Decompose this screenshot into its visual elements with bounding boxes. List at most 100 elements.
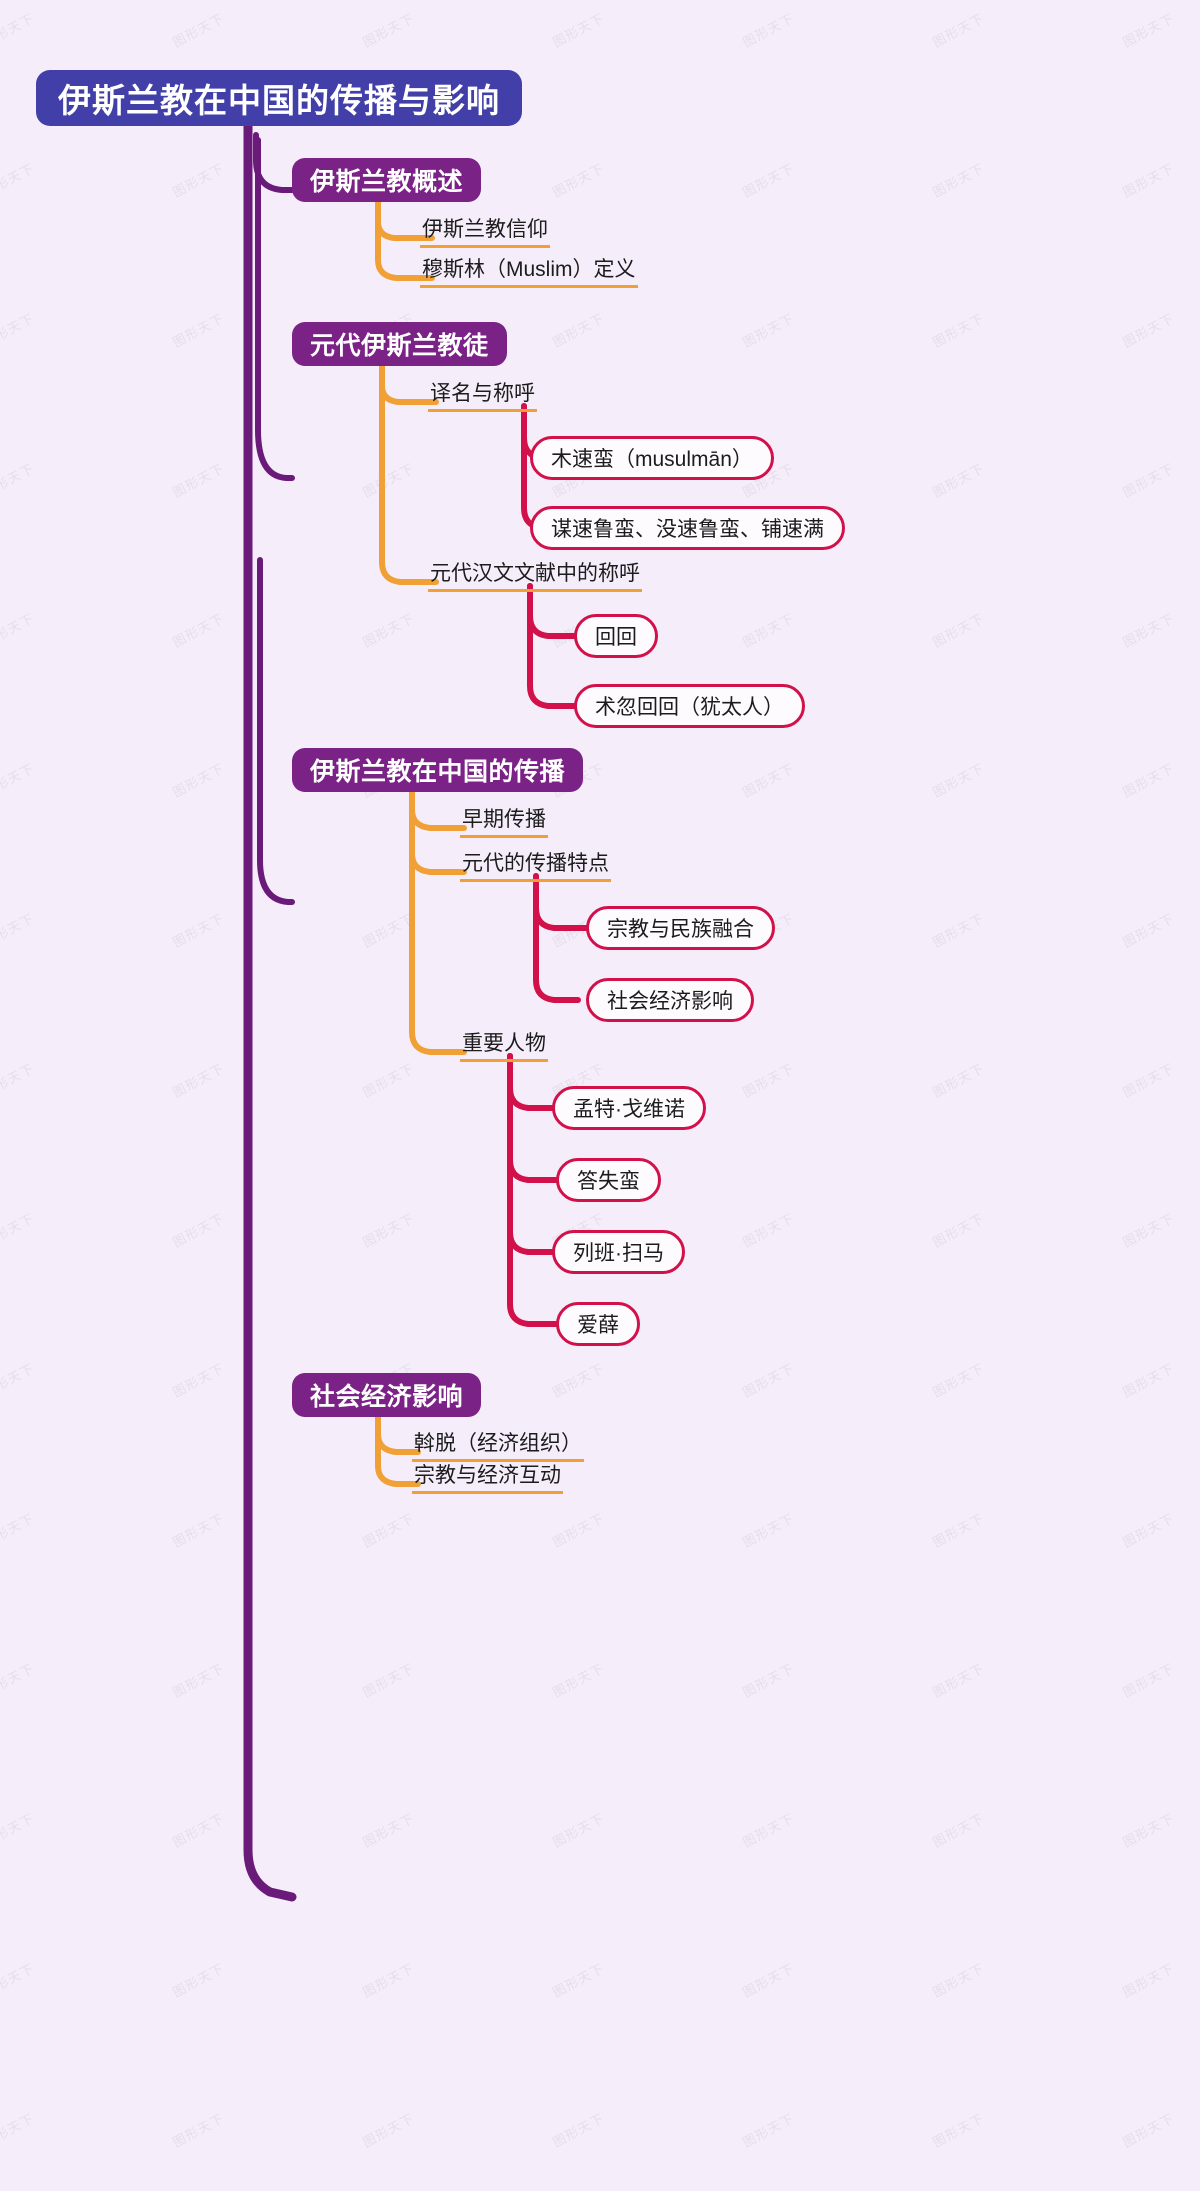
branch-node-islam-overview[interactable]: 伊斯兰教概述 bbox=[292, 158, 482, 202]
leaf-yuan-spread-traits[interactable]: 元代的传播特点 bbox=[460, 852, 611, 882]
leaf-rabban-sauma[interactable]: 列班·扫马 bbox=[552, 1230, 685, 1274]
watermark-text: 图形天下 bbox=[170, 760, 227, 801]
watermark-text: 图形天下 bbox=[360, 10, 417, 51]
watermark-text: 图形天下 bbox=[740, 1960, 797, 2001]
watermark-text: 图形天下 bbox=[1120, 460, 1177, 501]
watermark-text: 图形天下 bbox=[1120, 910, 1177, 951]
leaf-religion-economy-interaction[interactable]: 宗教与经济互动 bbox=[412, 1464, 563, 1494]
watermark-text: 图形天下 bbox=[360, 1660, 417, 1701]
leaf-key-figures[interactable]: 重要人物 bbox=[460, 1032, 548, 1062]
leaf-zhuhu-huihui[interactable]: 术忽回回（犹太人） bbox=[574, 684, 805, 728]
root-node[interactable]: 伊斯兰教在中国的传播与影响 bbox=[36, 70, 522, 126]
watermark-text: 图形天下 bbox=[930, 10, 987, 51]
watermark-text: 图形天下 bbox=[1120, 1810, 1177, 1851]
leaf-early-spread[interactable]: 早期传播 bbox=[460, 808, 548, 838]
watermark-text: 图形天下 bbox=[0, 10, 37, 51]
watermark-text: 图形天下 bbox=[360, 1810, 417, 1851]
leaf-aixue[interactable]: 爱薛 bbox=[556, 1302, 640, 1346]
watermark-text: 图形天下 bbox=[170, 910, 227, 951]
leaf-religion-ethnic-fusion[interactable]: 宗教与民族融合 bbox=[586, 906, 775, 950]
leaf-huihui[interactable]: 回回 bbox=[574, 614, 658, 658]
watermark-text: 图形天下 bbox=[930, 1210, 987, 1251]
watermark-text: 图形天下 bbox=[170, 1660, 227, 1701]
watermark-text: 图形天下 bbox=[0, 1810, 37, 1851]
leaf-dashiman[interactable]: 答失蛮 bbox=[556, 1158, 661, 1202]
watermark-text: 图形天下 bbox=[550, 160, 607, 201]
leaf-alt-transliterations[interactable]: 谋速鲁蛮、没速鲁蛮、铺速满 bbox=[530, 506, 845, 550]
watermark-text: 图形天下 bbox=[360, 2110, 417, 2151]
watermark-text: 图形天下 bbox=[170, 1360, 227, 1401]
watermark-text: 图形天下 bbox=[550, 1360, 607, 1401]
watermark-text: 图形天下 bbox=[0, 1360, 37, 1401]
watermark-text: 图形天下 bbox=[170, 160, 227, 201]
watermark-text: 图形天下 bbox=[1120, 1510, 1177, 1551]
watermark-text: 图形天下 bbox=[1120, 610, 1177, 651]
branch-node-yuan-muslims[interactable]: 元代伊斯兰教徒 bbox=[292, 322, 507, 366]
watermark-text: 图形天下 bbox=[1120, 10, 1177, 51]
watermark-text: 图形天下 bbox=[930, 1660, 987, 1701]
watermark-text: 图形天下 bbox=[930, 160, 987, 201]
leaf-yuan-chinese-sources[interactable]: 元代汉文文献中的称呼 bbox=[428, 562, 642, 592]
watermark-text: 图形天下 bbox=[0, 1060, 37, 1101]
watermark-text: 图形天下 bbox=[740, 1510, 797, 1551]
watermark-text: 图形天下 bbox=[930, 610, 987, 651]
branch-node-spread-in-china[interactable]: 伊斯兰教在中国的传播 bbox=[292, 748, 584, 792]
watermark-text: 图形天下 bbox=[170, 460, 227, 501]
watermark-text: 图形天下 bbox=[360, 1510, 417, 1551]
watermark-text: 图形天下 bbox=[170, 1810, 227, 1851]
watermark-text: 图形天下 bbox=[740, 10, 797, 51]
watermark-text: 图形天下 bbox=[930, 310, 987, 351]
watermark-text: 图形天下 bbox=[1120, 1960, 1177, 2001]
watermark-text: 图形天下 bbox=[550, 310, 607, 351]
watermark-text: 图形天下 bbox=[0, 160, 37, 201]
watermark-text: 图形天下 bbox=[740, 1210, 797, 1251]
watermark-text: 图形天下 bbox=[930, 460, 987, 501]
leaf-muslim-definition[interactable]: 穆斯林（Muslim）定义 bbox=[420, 258, 638, 288]
watermark-text: 图形天下 bbox=[0, 310, 37, 351]
watermark-text: 图形天下 bbox=[740, 2110, 797, 2151]
watermark-text: 图形天下 bbox=[550, 10, 607, 51]
leaf-translated-names[interactable]: 译名与称呼 bbox=[428, 382, 537, 412]
watermark-text: 图形天下 bbox=[0, 760, 37, 801]
watermark-text: 图形天下 bbox=[740, 1360, 797, 1401]
watermark-text: 图形天下 bbox=[0, 1510, 37, 1551]
watermark-text: 图形天下 bbox=[930, 1510, 987, 1551]
watermark-text: 图形天下 bbox=[0, 460, 37, 501]
watermark-text: 图形天下 bbox=[170, 1060, 227, 1101]
watermark-text: 图形天下 bbox=[360, 1960, 417, 2001]
watermark-text: 图形天下 bbox=[1120, 1210, 1177, 1251]
watermark-text: 图形天下 bbox=[1120, 160, 1177, 201]
watermark-text: 图形天下 bbox=[360, 1210, 417, 1251]
watermark-text: 图形天下 bbox=[170, 610, 227, 651]
watermark-text: 图形天下 bbox=[0, 610, 37, 651]
watermark-text: 图形天下 bbox=[930, 760, 987, 801]
watermark-text: 图形天下 bbox=[740, 610, 797, 651]
watermark-text: 图形天下 bbox=[0, 1210, 37, 1251]
leaf-socio-economic-impact-sub[interactable]: 社会经济影响 bbox=[586, 978, 754, 1022]
watermark-text: 图形天下 bbox=[360, 610, 417, 651]
leaf-montecorvino[interactable]: 孟特·戈维诺 bbox=[552, 1086, 706, 1130]
watermark-text: 图形天下 bbox=[930, 1960, 987, 2001]
watermark-text: 图形天下 bbox=[170, 2110, 227, 2151]
leaf-islam-belief[interactable]: 伊斯兰教信仰 bbox=[420, 218, 550, 248]
watermark-text: 图形天下 bbox=[1120, 2110, 1177, 2151]
watermark-text: 图形天下 bbox=[740, 1060, 797, 1101]
branch-node-socio-economic[interactable]: 社会经济影响 bbox=[292, 1373, 482, 1417]
watermark-text: 图形天下 bbox=[170, 310, 227, 351]
watermark-text: 图形天下 bbox=[0, 1660, 37, 1701]
watermark-text: 图形天下 bbox=[360, 910, 417, 951]
watermark-text: 图形天下 bbox=[1120, 310, 1177, 351]
watermark-text: 图形天下 bbox=[550, 1510, 607, 1551]
watermark-text: 图形天下 bbox=[170, 1210, 227, 1251]
watermark-text: 图形天下 bbox=[930, 1810, 987, 1851]
leaf-wotuo[interactable]: 斡脱（经济组织） bbox=[412, 1432, 584, 1462]
watermark-text: 图形天下 bbox=[1120, 1060, 1177, 1101]
watermark-text: 图形天下 bbox=[550, 1660, 607, 1701]
watermark-text: 图形天下 bbox=[1120, 1660, 1177, 1701]
watermark-text: 图形天下 bbox=[930, 2110, 987, 2151]
watermark-text: 图形天下 bbox=[930, 1360, 987, 1401]
watermark-text: 图形天下 bbox=[740, 1810, 797, 1851]
watermark-text: 图形天下 bbox=[550, 1810, 607, 1851]
watermark-text: 图形天下 bbox=[360, 1060, 417, 1101]
leaf-musulman[interactable]: 木速蛮（musulmān） bbox=[530, 436, 774, 480]
